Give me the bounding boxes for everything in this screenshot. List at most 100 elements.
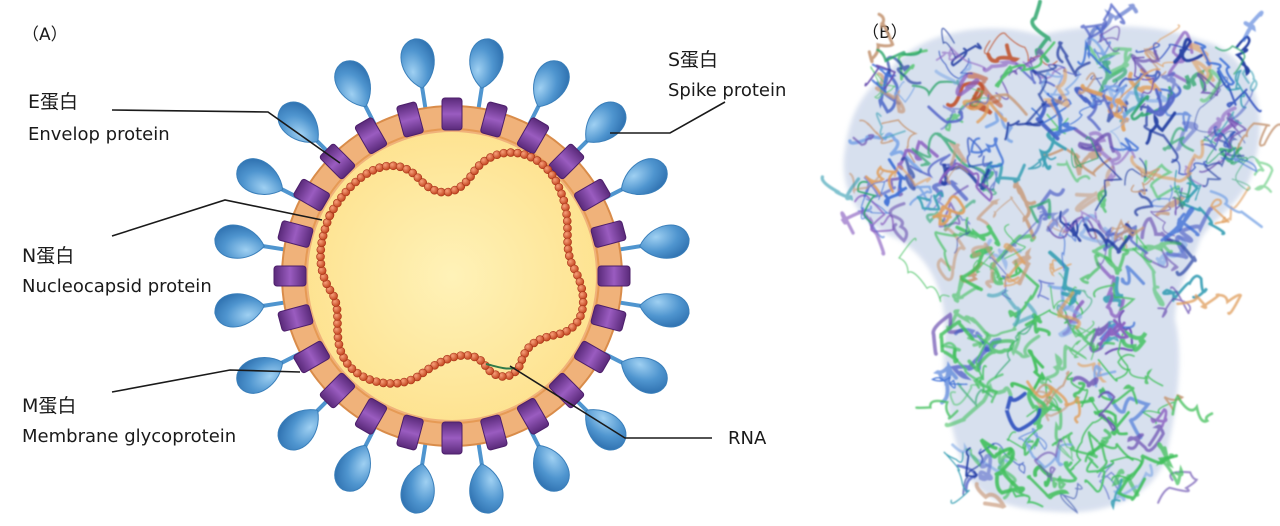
membrane-protein-icon (590, 220, 627, 248)
protein-ribbon-strand (944, 157, 969, 185)
protein-ribbon-strand (1166, 206, 1214, 260)
spike-icon (614, 224, 690, 259)
protein-ribbon-strand (1213, 125, 1236, 148)
protein-ribbon-strand (1145, 111, 1177, 145)
protein-ribbon-strand (893, 165, 932, 187)
protein-ribbon-strand (1003, 273, 1021, 288)
protein-ribbon-strand (1124, 244, 1165, 307)
protein-ribbon-strand (949, 383, 990, 406)
protein-ribbon-strand (1089, 320, 1112, 354)
protein-ribbon-strand (971, 242, 999, 289)
protein-ribbon-strand (986, 289, 1038, 327)
protein-ribbon-strand (1155, 234, 1188, 268)
protein-ribbon-strand (938, 162, 993, 203)
protein-ribbon-strand (1112, 463, 1154, 503)
protein-ribbon-strand (1178, 170, 1226, 236)
protein-ribbon-strand (1033, 463, 1053, 487)
protein-ribbon-strand (992, 196, 1026, 219)
protein-ribbon-strand (1199, 68, 1223, 103)
protein-ribbon-strand (1026, 388, 1053, 430)
protein-ribbon-strand (1050, 98, 1079, 137)
protein-ribbon-strand (1146, 88, 1176, 117)
protein-ribbon-strand (1091, 244, 1115, 263)
leader-line-m (111, 369, 301, 393)
protein-ribbon-strand (968, 164, 998, 191)
protein-ribbon-strand (970, 137, 1005, 168)
protein-ribbon-strand (1187, 42, 1216, 82)
protein-ribbon-strand (1200, 133, 1220, 151)
protein-ribbon-strand (1130, 166, 1160, 195)
label-s-protein-cn: S蛋白 (668, 49, 718, 71)
protein-ribbon-strand (974, 482, 1007, 510)
membrane-protein-icon (273, 265, 307, 287)
protein-ribbon-strand (1027, 152, 1057, 170)
protein-ribbon-strand (1110, 478, 1123, 511)
label-m-protein-en: Membrane glycoprotein (22, 426, 236, 447)
protein-ribbon-strand (1071, 375, 1099, 388)
protein-ribbon-strand (1117, 354, 1164, 387)
label-rna: RNA (728, 428, 767, 449)
protein-ribbon-strand (1097, 25, 1121, 53)
protein-ribbon-strand (1057, 291, 1081, 330)
membrane-protein-icon (480, 101, 508, 138)
protein-ribbon-strand (1108, 115, 1131, 152)
protein-ribbon-strand (1135, 42, 1190, 60)
protein-ribbon-strand (1086, 94, 1114, 131)
protein-ribbon-strand (1041, 70, 1080, 102)
protein-ribbon-strand (1008, 56, 1037, 76)
protein-ribbon-strand (1004, 223, 1026, 260)
protein-ribbon-strand (994, 41, 1056, 88)
protein-ribbon-strand (1080, 84, 1130, 132)
membrane-protein-icon (293, 340, 330, 374)
leader-lines (111, 101, 726, 439)
protein-ribbon-strand (898, 237, 950, 303)
protein-ribbon-strand (1175, 121, 1199, 152)
protein-ribbon-strand (1086, 3, 1139, 50)
protein-ribbon-strand (870, 66, 896, 99)
label-e-protein-cn: E蛋白 (28, 91, 78, 113)
protein-ribbon-strand (1093, 409, 1130, 436)
protein-ribbon-strand (978, 453, 993, 482)
protein-ribbon-strand (883, 158, 908, 207)
leader-line-rna (509, 365, 712, 439)
protein-ribbon-strand (915, 399, 959, 420)
protein-ribbon-strand (1130, 139, 1205, 183)
protein-ribbon-strand (1216, 70, 1262, 113)
protein-ribbon-strand (976, 198, 1001, 227)
protein-ribbon-strand (953, 222, 972, 254)
protein-ribbon-strand (1067, 340, 1090, 360)
protein-ribbon-strand (1241, 69, 1258, 92)
protein-ribbon-strand (1157, 286, 1192, 318)
protein-ribbon-strand (1058, 217, 1090, 272)
protein-ribbon-strand (973, 251, 1000, 279)
membrane-protein-icon (441, 421, 463, 455)
protein-ribbon-strand (852, 133, 875, 146)
protein-ribbon-strand (989, 256, 1012, 300)
panel-b-tag: （B） (862, 23, 908, 43)
protein-ribbon-strand (1102, 276, 1124, 308)
protein-ribbon-strand (1109, 137, 1140, 152)
spike-icon (469, 38, 504, 114)
label-e-protein-en: Envelop protein (28, 124, 170, 145)
protein-ribbon-strand (1046, 216, 1098, 240)
spike-icon (214, 224, 290, 259)
protein-ribbon-strand (1119, 76, 1145, 123)
panel-a-tag: （A） (22, 25, 68, 45)
protein-ribbon-strand (1214, 45, 1246, 75)
protein-ribbon-strand (1174, 169, 1202, 203)
protein-ribbon-strand (1049, 286, 1077, 310)
protein-ribbon-strand (931, 180, 969, 201)
protein-ribbon-strand (1013, 179, 1037, 240)
protein-ribbon-strand (1042, 68, 1070, 119)
protein-ribbon-strand (1176, 293, 1243, 315)
protein-ribbon-strand (881, 119, 918, 164)
protein-ribbon-strand (1074, 165, 1115, 213)
protein-ribbon-strand (966, 71, 1003, 108)
protein-ribbon-strand (994, 447, 1026, 495)
protein-ribbon-strand (864, 64, 896, 90)
protein-ribbon-strand (1001, 210, 1045, 259)
protein-ribbons (820, 0, 1280, 514)
protein-ribbon-strand (1127, 67, 1163, 94)
protein-ribbon-strand (1079, 253, 1102, 285)
label-m-protein-cn: M蛋白 (22, 395, 76, 417)
